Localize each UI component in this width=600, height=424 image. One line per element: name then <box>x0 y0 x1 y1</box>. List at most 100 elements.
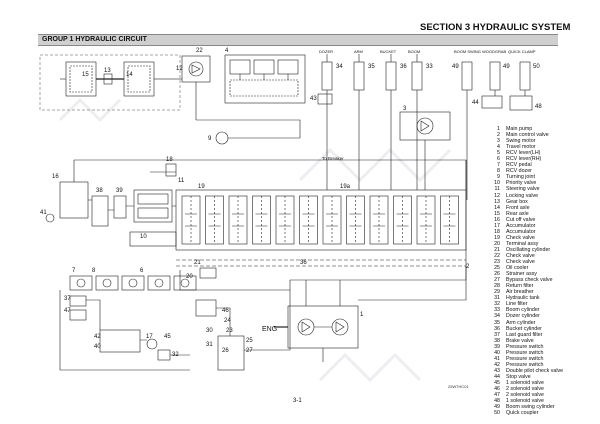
legend-number: 15 <box>494 210 500 217</box>
legend-number: 44 <box>494 373 500 380</box>
legend-row: 1 Main pump <box>486 126 596 132</box>
callout-35: 35 <box>368 64 375 70</box>
section-title: SECTION 3 HYDRAULIC SYSTEM <box>420 22 571 33</box>
dozer-label: DOZER <box>319 49 333 54</box>
legend-label: Boom cylinder <box>506 307 540 314</box>
legend-number: 12 <box>494 192 500 199</box>
legend-label: Check valve <box>506 259 535 266</box>
legend-label: Pressure switch <box>506 361 544 368</box>
return-lines: 20 21 36 <box>179 160 467 301</box>
callout-18: 18 <box>166 157 173 163</box>
group-title: GROUP 1 HYDRAULIC CIRCUIT <box>42 36 147 43</box>
legend-number: 36 <box>494 325 500 332</box>
callout-16: 16 <box>52 174 59 180</box>
legend-number: 16 <box>494 216 500 223</box>
legend-label: Steering valve <box>506 186 540 193</box>
pressure-switch-41 <box>45 213 55 223</box>
legend-label: Double pilot check valve <box>506 367 564 374</box>
legend-label: Quick coupler <box>506 410 539 417</box>
legend-label: Priority valve <box>506 180 537 187</box>
legend-label: Strainer assy <box>506 271 537 278</box>
watermark <box>58 97 452 383</box>
callout-30: 30 <box>206 328 213 334</box>
callout-45: 45 <box>164 334 171 340</box>
legend-label: Stop valve <box>506 373 531 380</box>
callout-24: 24 <box>224 318 231 324</box>
callout-43: 43 <box>310 96 317 102</box>
front-axle <box>123 61 155 97</box>
cut-off-valve <box>59 181 89 219</box>
rcv-group: 7 8 6 37 47 42 40 45 17 32 <box>59 268 197 371</box>
boom-label: BOOM <box>408 49 420 54</box>
rcv-lever-block <box>147 275 171 291</box>
legend-number: 3 <box>497 138 500 145</box>
legend-label: Turning joint <box>506 174 535 181</box>
rcv-lever-block <box>121 275 145 291</box>
legend-number: 13 <box>494 198 500 205</box>
arm-cylinder <box>353 61 365 91</box>
legend-number: 1 <box>497 126 500 132</box>
drawing-code: 25W7HC01 <box>448 384 469 389</box>
callout-40: 40 <box>94 344 101 350</box>
legend-label: Locking valve <box>506 192 539 199</box>
legend-row: 36 Bucket cylinder <box>486 326 596 332</box>
legend-label: Dozer cylinder <box>506 313 540 320</box>
pressure-switch-block <box>99 329 141 353</box>
legend-number: 37 <box>494 331 500 338</box>
legend-label: Arm cylinder <box>506 319 536 326</box>
legend-number: 39 <box>494 343 500 350</box>
legend-label: RCV dozer <box>506 168 532 175</box>
solenoid-valve-46 <box>195 299 217 317</box>
quick-clamp-label: QUICK CLAMP <box>508 49 536 54</box>
legend-number: 25 <box>494 265 500 272</box>
legend-label: Terminal assy <box>506 240 539 247</box>
legend-label: Oscillating cylinder <box>506 246 551 253</box>
legend-number: 10 <box>494 180 500 187</box>
legend-label: Main pump <box>506 126 533 132</box>
engine-label: ENG <box>262 326 277 333</box>
callout-22: 22 <box>196 48 203 54</box>
legend-number: 22 <box>494 252 500 259</box>
callout-4: 4 <box>225 48 229 54</box>
swing-motor <box>399 111 451 141</box>
legend-label: Swing motor <box>506 138 536 145</box>
legend-number: 41 <box>494 355 500 362</box>
legend-number: 17 <box>494 222 500 229</box>
legend-label: Line filter <box>506 301 528 308</box>
solenoid-valve-48 <box>509 95 533 111</box>
legend-label: Oil cooler <box>506 265 529 272</box>
legend-number: 4 <box>497 144 500 151</box>
travel-motor <box>181 55 211 83</box>
legend-label: Pressure switch <box>506 355 544 362</box>
callout-33: 33 <box>426 64 433 70</box>
woodgrab-cylinder <box>489 61 501 91</box>
callout-1: 1 <box>360 312 364 318</box>
group-title-bar: GROUP 1 HYDRAULIC CIRCUIT <box>38 34 558 46</box>
callout-11: 11 <box>178 178 185 184</box>
legend-label: Bucket cylinder <box>506 325 542 332</box>
pressure-switch-39 <box>113 195 127 219</box>
callout-41: 41 <box>40 210 47 216</box>
legend-number: 42 <box>494 361 500 368</box>
legend-number: 46 <box>494 386 500 393</box>
rcv-lever-block <box>173 275 197 291</box>
callout-31: 31 <box>206 342 213 348</box>
double-pilot-check-valve <box>317 93 333 105</box>
gear-box <box>103 73 113 85</box>
last-guard-filter <box>69 295 87 307</box>
callout-7: 7 <box>72 268 76 274</box>
